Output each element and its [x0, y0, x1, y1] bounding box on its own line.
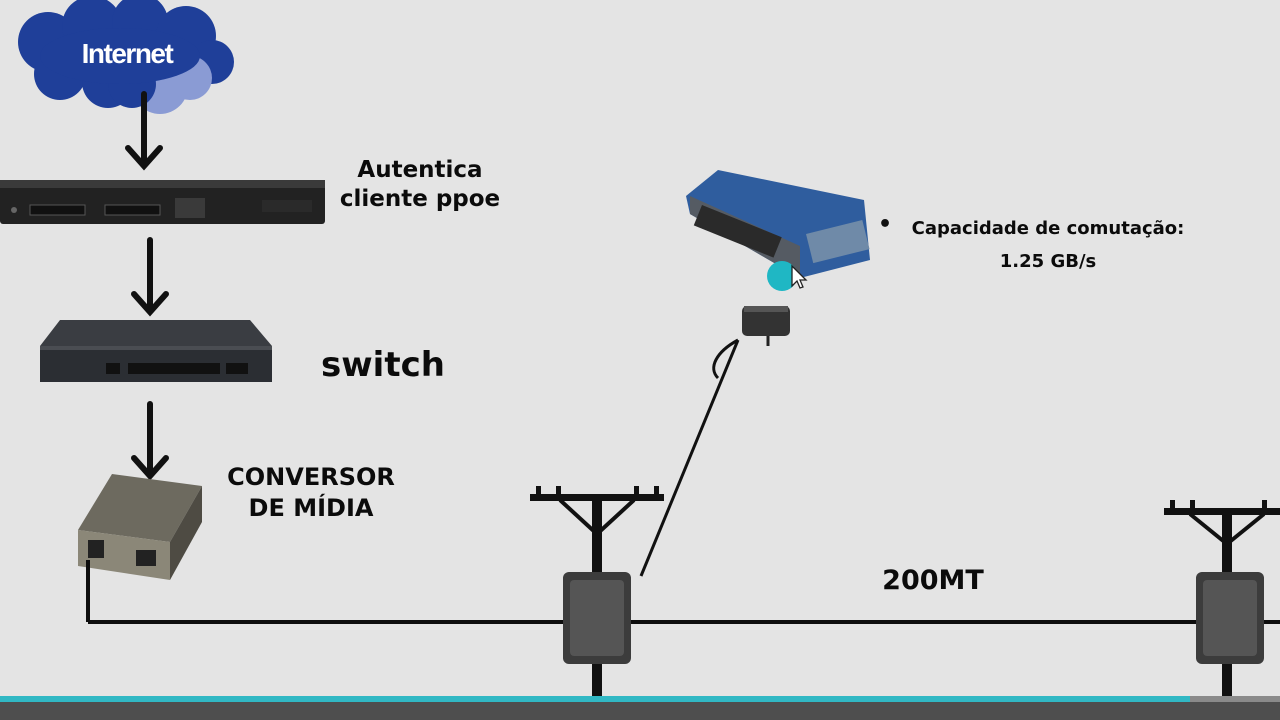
switch-board-icon	[686, 170, 870, 278]
splice-box-icon	[563, 572, 631, 664]
media-converter-caption: CONVERSOR DE MÍDIA	[206, 462, 416, 523]
router-caption-line1: Autentica	[357, 157, 483, 183]
arrow-down-icon	[131, 401, 169, 481]
drop-cable-line	[639, 338, 740, 577]
switch-spec: Capacidade de comutação: 1.25 GB/s	[900, 212, 1196, 279]
power-adapter-icon	[742, 306, 790, 346]
fiber-line	[86, 560, 1280, 624]
media-converter-icon	[78, 474, 202, 580]
video-control-bar	[0, 702, 1280, 720]
router-caption-line2: cliente ppoe	[339, 186, 501, 213]
distance-label: 200MT	[882, 565, 984, 596]
switch-caption: switch	[321, 345, 445, 385]
switch-spec-line1: Capacidade de comutação:	[911, 218, 1185, 239]
splice-box-icon	[1196, 572, 1264, 664]
video-progress-fill	[0, 696, 1191, 702]
internet-label: Internet	[81, 38, 174, 69]
spec-bullet: •	[878, 212, 893, 237]
arrow-down-icon	[131, 237, 169, 317]
router-icon	[0, 180, 325, 224]
router-caption: Autentica cliente ppoe	[320, 156, 520, 215]
arrow-down-icon	[125, 91, 163, 171]
media-converter-caption-line1: CONVERSOR	[227, 463, 395, 491]
switch-icon	[40, 320, 272, 382]
media-converter-caption-line2: DE MÍDIA	[248, 493, 374, 522]
mouse-pointer-icon	[791, 264, 808, 289]
cursor-highlight	[767, 261, 797, 291]
video-progress-bar[interactable]	[0, 696, 1280, 702]
switch-spec-line2: 1.25 GB/s	[999, 251, 1097, 273]
internet-cloud-icon	[18, 0, 234, 114]
